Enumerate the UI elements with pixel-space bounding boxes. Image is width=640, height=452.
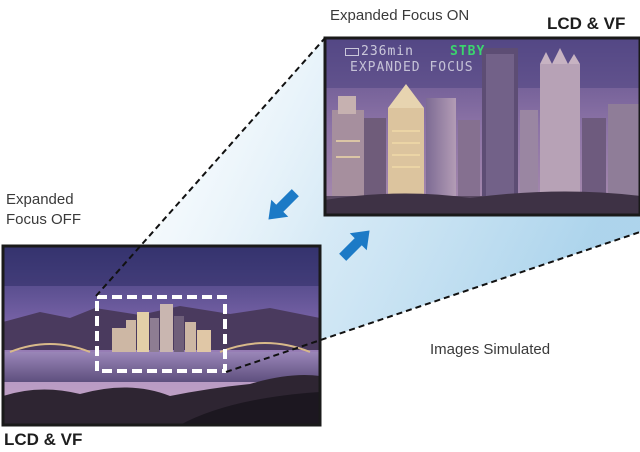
osd-battery-time: 236min xyxy=(361,44,414,59)
focus-off-image xyxy=(1,244,322,427)
arrow-to-off xyxy=(268,189,299,220)
battery-icon xyxy=(345,47,359,56)
label-expanded-off-line2: Focus OFF xyxy=(6,211,82,228)
projection-line-lower xyxy=(225,231,640,373)
osd-mode: EXPANDED FOCUS xyxy=(350,60,474,75)
label-expanded-on: Expanded Focus ON xyxy=(330,7,470,24)
projection-line-upper xyxy=(95,37,326,297)
arrow-to-on xyxy=(339,230,370,261)
label-lcd-vf-bottom: LCD & VF xyxy=(4,430,83,449)
focus-on-image xyxy=(323,36,640,217)
focus-area-box xyxy=(95,295,227,373)
label-images-simulated: Images Simulated xyxy=(430,341,551,358)
osd-status: STBY xyxy=(450,44,486,59)
label-expanded-off-line1: Expanded xyxy=(6,191,74,208)
osd-battery: 236min xyxy=(345,44,414,59)
label-lcd-vf-top: LCD & VF xyxy=(547,14,626,33)
